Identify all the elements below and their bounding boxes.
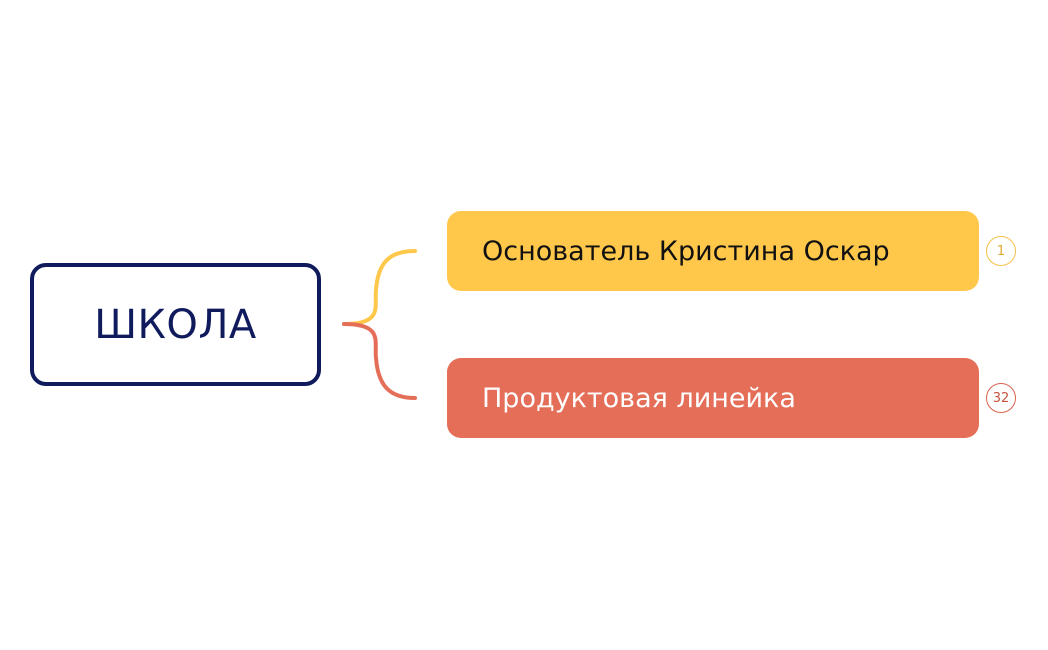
connector-to-branch-2 xyxy=(342,322,417,400)
root-node[interactable]: ШКОЛА xyxy=(30,263,321,386)
branch-node-label: Основатель Кристина Оскар xyxy=(482,235,890,267)
child-count-value: 32 xyxy=(992,390,1010,406)
child-count-badge[interactable]: 1 xyxy=(986,236,1016,266)
branch-node-product-line[interactable]: Продуктовая линейка xyxy=(447,358,979,438)
child-count-badge[interactable]: 32 xyxy=(986,383,1016,413)
connector-to-branch-1 xyxy=(342,249,417,326)
root-node-label: ШКОЛА xyxy=(94,301,257,348)
branch-node-label: Продуктовая линейка xyxy=(482,382,796,414)
child-count-value: 1 xyxy=(996,243,1006,259)
branch-node-founder[interactable]: Основатель Кристина Оскар xyxy=(447,211,979,291)
